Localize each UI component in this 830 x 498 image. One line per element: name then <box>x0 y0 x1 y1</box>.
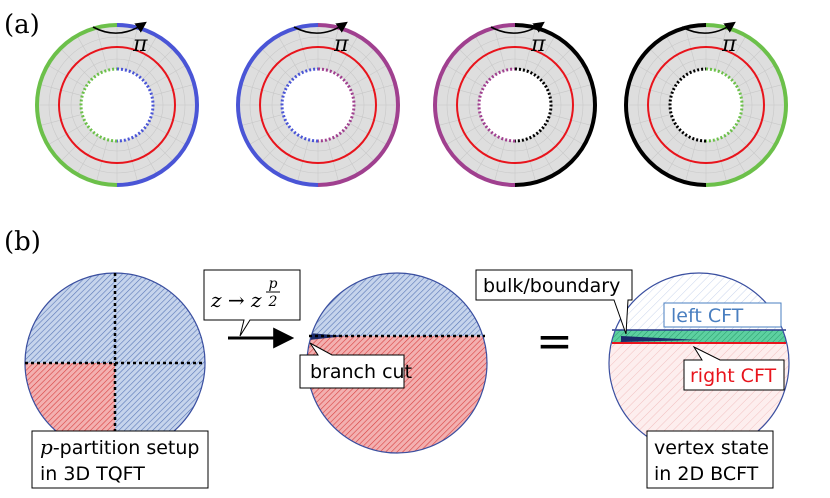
red-ring <box>58 46 176 164</box>
rotation-arrow <box>490 21 545 34</box>
outer-arc-left <box>35 23 118 187</box>
setup-var: p <box>40 435 53 459</box>
map-prefix: z → z <box>210 288 262 312</box>
inner-dash-right <box>116 67 155 143</box>
rotation-arrow <box>293 21 348 34</box>
inner-dash-right <box>317 67 356 143</box>
right-cft-text: right CFT <box>690 365 777 387</box>
pi-label: π <box>530 32 546 57</box>
red-ring <box>647 46 765 164</box>
map-exponent-num: p <box>269 276 278 292</box>
pi-label: π <box>132 32 148 57</box>
outer-arc-right <box>705 23 788 187</box>
setup-line2: in 3D TQFT <box>40 463 145 485</box>
rotation-arrow <box>92 21 147 34</box>
vertex-line2: in 2D BCFT <box>654 463 759 485</box>
vertex-caption: vertex state in 2D BCFT <box>646 430 774 489</box>
inner-dash-right <box>514 67 553 143</box>
map-exponent-den: 2 <box>268 294 278 310</box>
outer-arc-right <box>116 23 199 187</box>
setup-caption-line1: p-partition setup <box>40 435 200 459</box>
setup-caption: p-partition setup in 3D TQFT <box>31 430 209 489</box>
pi-label: π <box>333 32 349 57</box>
right-cft-callout: right CFT <box>683 345 785 391</box>
panel-b-label: (b) <box>4 227 41 257</box>
red-ring <box>456 46 574 164</box>
outer-arc-left <box>433 23 516 187</box>
outer-arc-left <box>236 23 319 187</box>
inner-dash-right <box>705 67 744 143</box>
vertex-line1: vertex state <box>654 437 769 459</box>
partition-disk <box>24 272 206 454</box>
disk-1: π <box>35 21 199 187</box>
left-cft-label: left CFT <box>663 302 782 328</box>
panel-a-label: (a) <box>4 10 40 40</box>
outer-arc-right <box>317 23 400 187</box>
inner-dash-left <box>668 67 707 143</box>
outer-arc-left <box>624 23 707 187</box>
left-cft-text: left CFT <box>671 305 744 327</box>
setup-line1: -partition setup <box>53 437 200 459</box>
branch-cut-callout: branch cut <box>299 342 412 389</box>
bulk-boundary-text: bulk/boundary <box>483 275 620 297</box>
bulk-boundary-callout: bulk/boundary <box>475 269 633 335</box>
map-callout: z → z p 2 <box>203 269 301 337</box>
pi-label: π <box>721 32 737 57</box>
red-ring <box>259 46 377 164</box>
inner-dash-left <box>477 67 516 143</box>
equals-sign: = <box>536 316 573 367</box>
branch-cut-text: branch cut <box>310 361 412 383</box>
inner-dash-left <box>280 67 319 143</box>
rotation-arrow <box>681 21 736 34</box>
outer-arc-right <box>514 23 597 187</box>
disk-2: π <box>236 21 400 187</box>
disk-3: π <box>433 21 597 187</box>
inner-dash-left <box>79 67 118 143</box>
disk-4: π <box>624 21 788 187</box>
